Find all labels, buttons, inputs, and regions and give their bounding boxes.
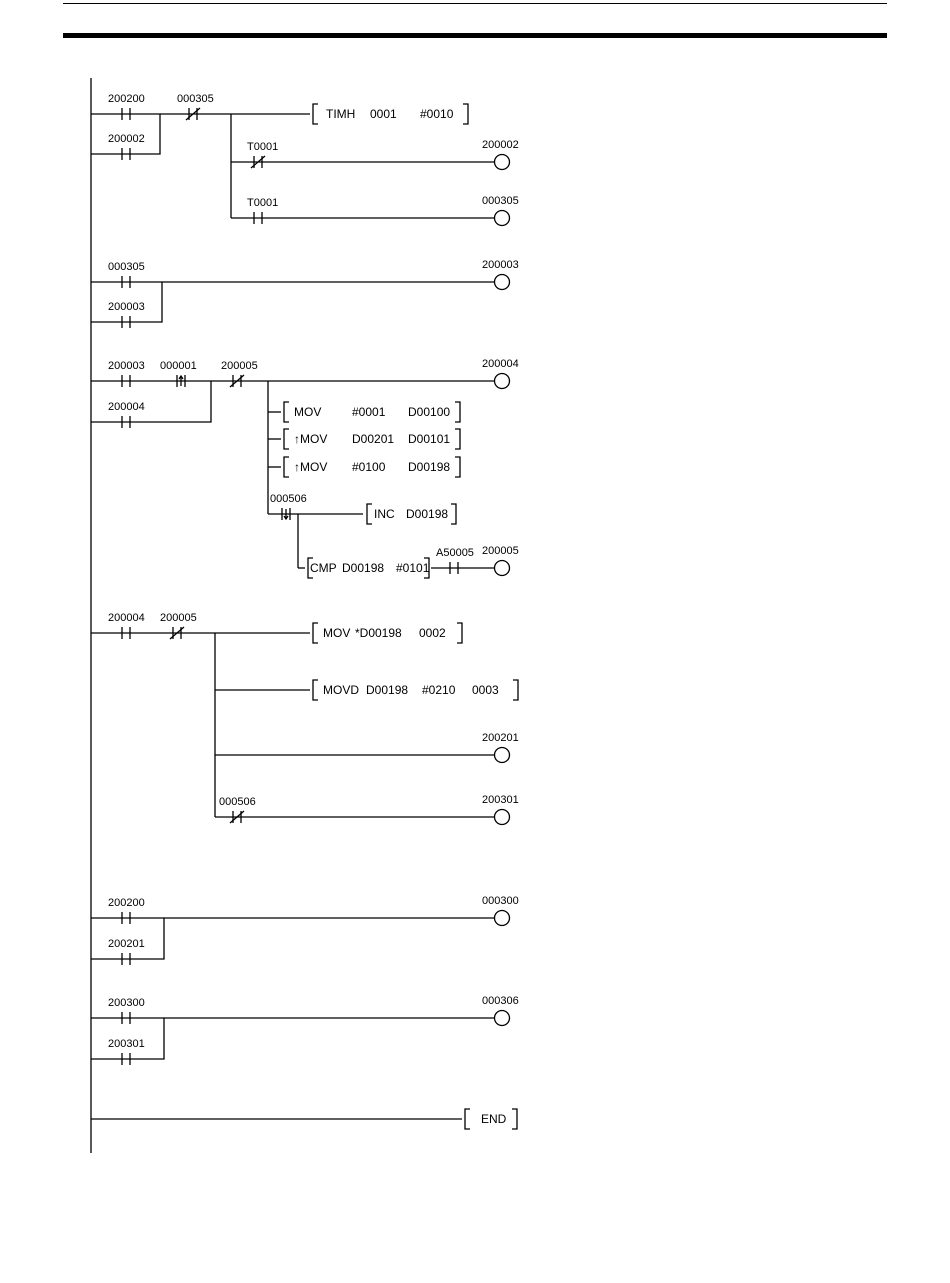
contact-label: 000506 bbox=[270, 493, 307, 505]
instruction-operand: D00198 bbox=[342, 561, 384, 575]
instruction-operand: D00101 bbox=[408, 432, 450, 446]
rung-2: 000305 200003 200003 bbox=[91, 259, 519, 329]
instruction-mov-3: ↑MOV #0100 D00198 bbox=[283, 456, 461, 478]
coil-000305 bbox=[493, 209, 511, 227]
coil-label: 200301 bbox=[482, 794, 519, 806]
instruction-operand: 0001 bbox=[370, 107, 397, 121]
instruction-op: CMP bbox=[310, 561, 337, 575]
instruction-op: INC bbox=[374, 507, 395, 521]
contact-label: 200002 bbox=[108, 133, 145, 145]
contact-label: 200301 bbox=[108, 1038, 145, 1050]
instruction-movd: MOVD D00198 #0210 0003 bbox=[312, 679, 519, 701]
header-rule-thin bbox=[63, 3, 887, 4]
contact-label: 200201 bbox=[108, 938, 145, 950]
coil-200002 bbox=[493, 153, 511, 171]
rung-1: 200200 000305 200002 TIMH 0001 #0010 T00… bbox=[91, 93, 519, 227]
instruction-op: MOV bbox=[294, 405, 321, 419]
instruction-operand: D00100 bbox=[408, 405, 450, 419]
rung-6: 200300 200301 000306 bbox=[91, 995, 519, 1066]
instruction-end: END bbox=[464, 1108, 518, 1130]
contact-label: 200004 bbox=[108, 612, 145, 624]
instruction-operand: 0003 bbox=[472, 683, 499, 697]
rung-3: 200003 000001 200005 200004 200004 MOV #… bbox=[91, 358, 519, 579]
contact-label: 000305 bbox=[177, 93, 214, 105]
coil-label: 000300 bbox=[482, 895, 519, 907]
coil-200201 bbox=[493, 746, 511, 764]
contact-label: T0001 bbox=[247, 197, 278, 209]
coil-label: 000305 bbox=[482, 195, 519, 207]
contact-label: 200004 bbox=[108, 401, 145, 413]
instruction-op: END bbox=[481, 1112, 507, 1126]
header-rule-thick bbox=[63, 33, 887, 38]
instruction-op: ↑MOV bbox=[294, 432, 327, 446]
instruction-inc: INC D00198 bbox=[366, 503, 457, 525]
instruction-operand: D00198 bbox=[408, 460, 450, 474]
contact-label: 000001 bbox=[160, 360, 197, 372]
rung-7: END bbox=[91, 1108, 518, 1130]
rung-5: 200200 200201 000300 bbox=[91, 895, 519, 966]
instruction-timh: TIMH 0001 #0010 bbox=[312, 103, 469, 125]
coil-200004 bbox=[493, 372, 511, 390]
instruction-operand: #0101 bbox=[396, 561, 430, 575]
coil-label: 200005 bbox=[482, 545, 519, 557]
coil-label: 200003 bbox=[482, 259, 519, 271]
instruction-mov: MOV *D00198 0002 bbox=[312, 622, 463, 644]
contact-label: 200300 bbox=[108, 997, 145, 1009]
instruction-operand: #0210 bbox=[422, 683, 456, 697]
contact-label: 200200 bbox=[108, 93, 145, 105]
contact-label: 200005 bbox=[160, 612, 197, 624]
instruction-cmp: CMP D00198 #0101 bbox=[307, 557, 430, 579]
instruction-operand: *D00198 bbox=[355, 626, 402, 640]
coil-000300 bbox=[493, 909, 511, 927]
instruction-operand: D00198 bbox=[366, 683, 408, 697]
coil-label: 000306 bbox=[482, 995, 519, 1007]
instruction-op: TIMH bbox=[326, 107, 355, 121]
coil-label: 200004 bbox=[482, 358, 519, 370]
instruction-op: MOV bbox=[323, 626, 350, 640]
coil-200301 bbox=[493, 808, 511, 826]
coil-label: 200002 bbox=[482, 139, 519, 151]
contact-label: T0001 bbox=[247, 141, 278, 153]
contact-label: 000506 bbox=[219, 796, 256, 808]
contact-label: 200200 bbox=[108, 897, 145, 909]
rung-4: 200004 200005 MOV *D00198 0002 MOVD D001… bbox=[91, 612, 519, 826]
contact-label: 200003 bbox=[108, 301, 145, 313]
instruction-mov-2: ↑MOV D00201 D00101 bbox=[283, 428, 461, 450]
instruction-operand: D00198 bbox=[406, 507, 448, 521]
instruction-operand: 0002 bbox=[419, 626, 446, 640]
instruction-operand: #0010 bbox=[420, 107, 454, 121]
instruction-operand: D00201 bbox=[352, 432, 394, 446]
instruction-op: ↑MOV bbox=[294, 460, 327, 474]
instruction-mov-1: MOV #0001 D00100 bbox=[283, 401, 461, 423]
contact-label: 200005 bbox=[221, 360, 258, 372]
instruction-operand: #0001 bbox=[352, 405, 386, 419]
coil-label: 200201 bbox=[482, 732, 519, 744]
contact-label: 000305 bbox=[108, 261, 145, 273]
contact-label: A50005 bbox=[436, 547, 474, 559]
coil-000306 bbox=[493, 1009, 511, 1027]
contact-label: 200003 bbox=[108, 360, 145, 372]
coil-200003 bbox=[493, 273, 511, 291]
instruction-op: MOVD bbox=[323, 683, 359, 697]
coil-200005 bbox=[493, 559, 511, 577]
instruction-operand: #0100 bbox=[352, 460, 386, 474]
